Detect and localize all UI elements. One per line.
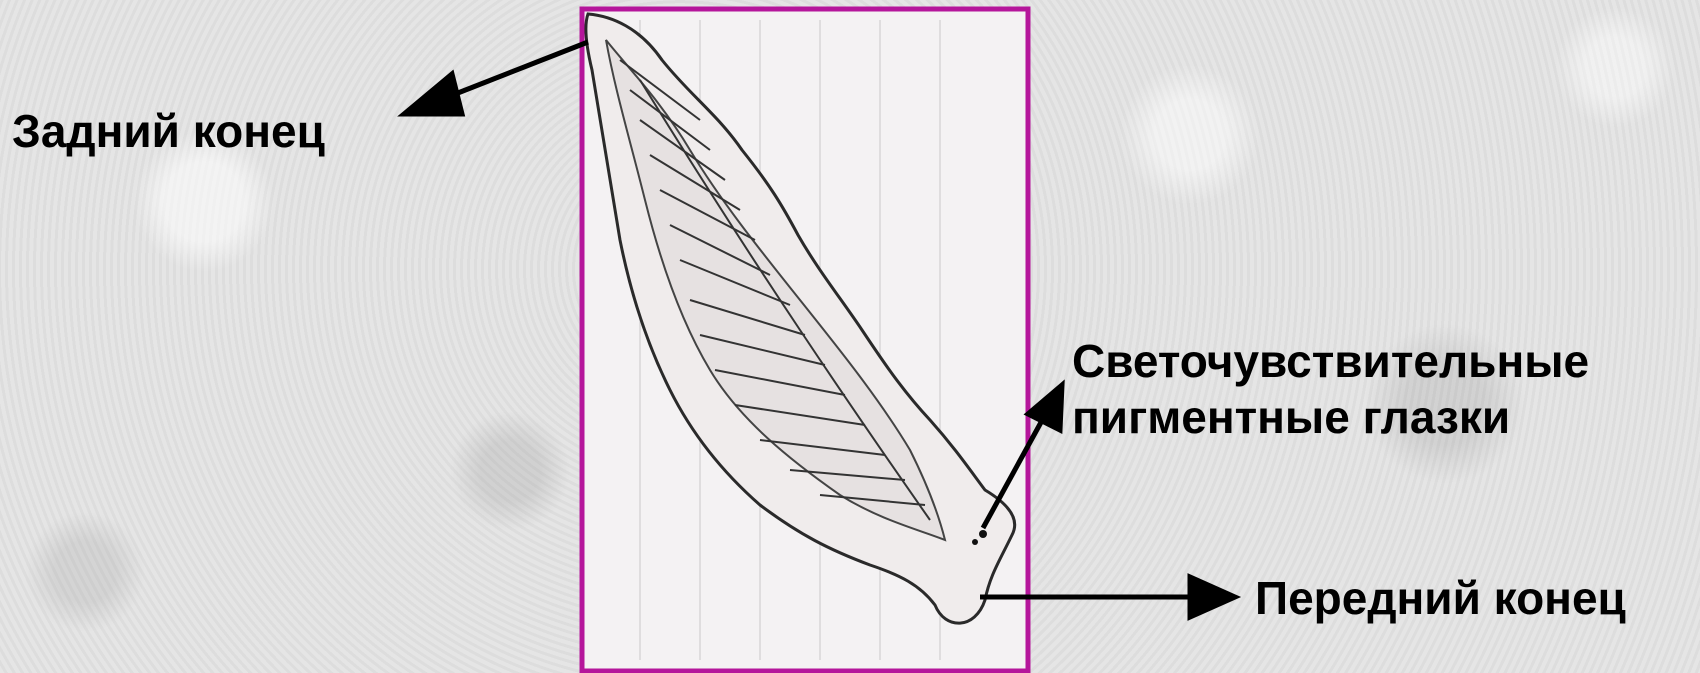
posterior-arrow-line [440, 42, 588, 100]
eye-spots-label-line2: пигментные глазки [1072, 389, 1589, 445]
posterior-arrow-head [404, 74, 462, 114]
anterior-end-label: Передний конец [1255, 570, 1626, 626]
eye-spots-label: Светочувствительные пигментные глазки [1072, 333, 1589, 445]
posterior-end-label: Задний конец [12, 103, 325, 159]
eyes-arrow-head [1028, 385, 1062, 430]
anterior-arrow-head [1190, 577, 1235, 617]
eye-spots-label-line1: Светочувствительные [1072, 333, 1589, 389]
